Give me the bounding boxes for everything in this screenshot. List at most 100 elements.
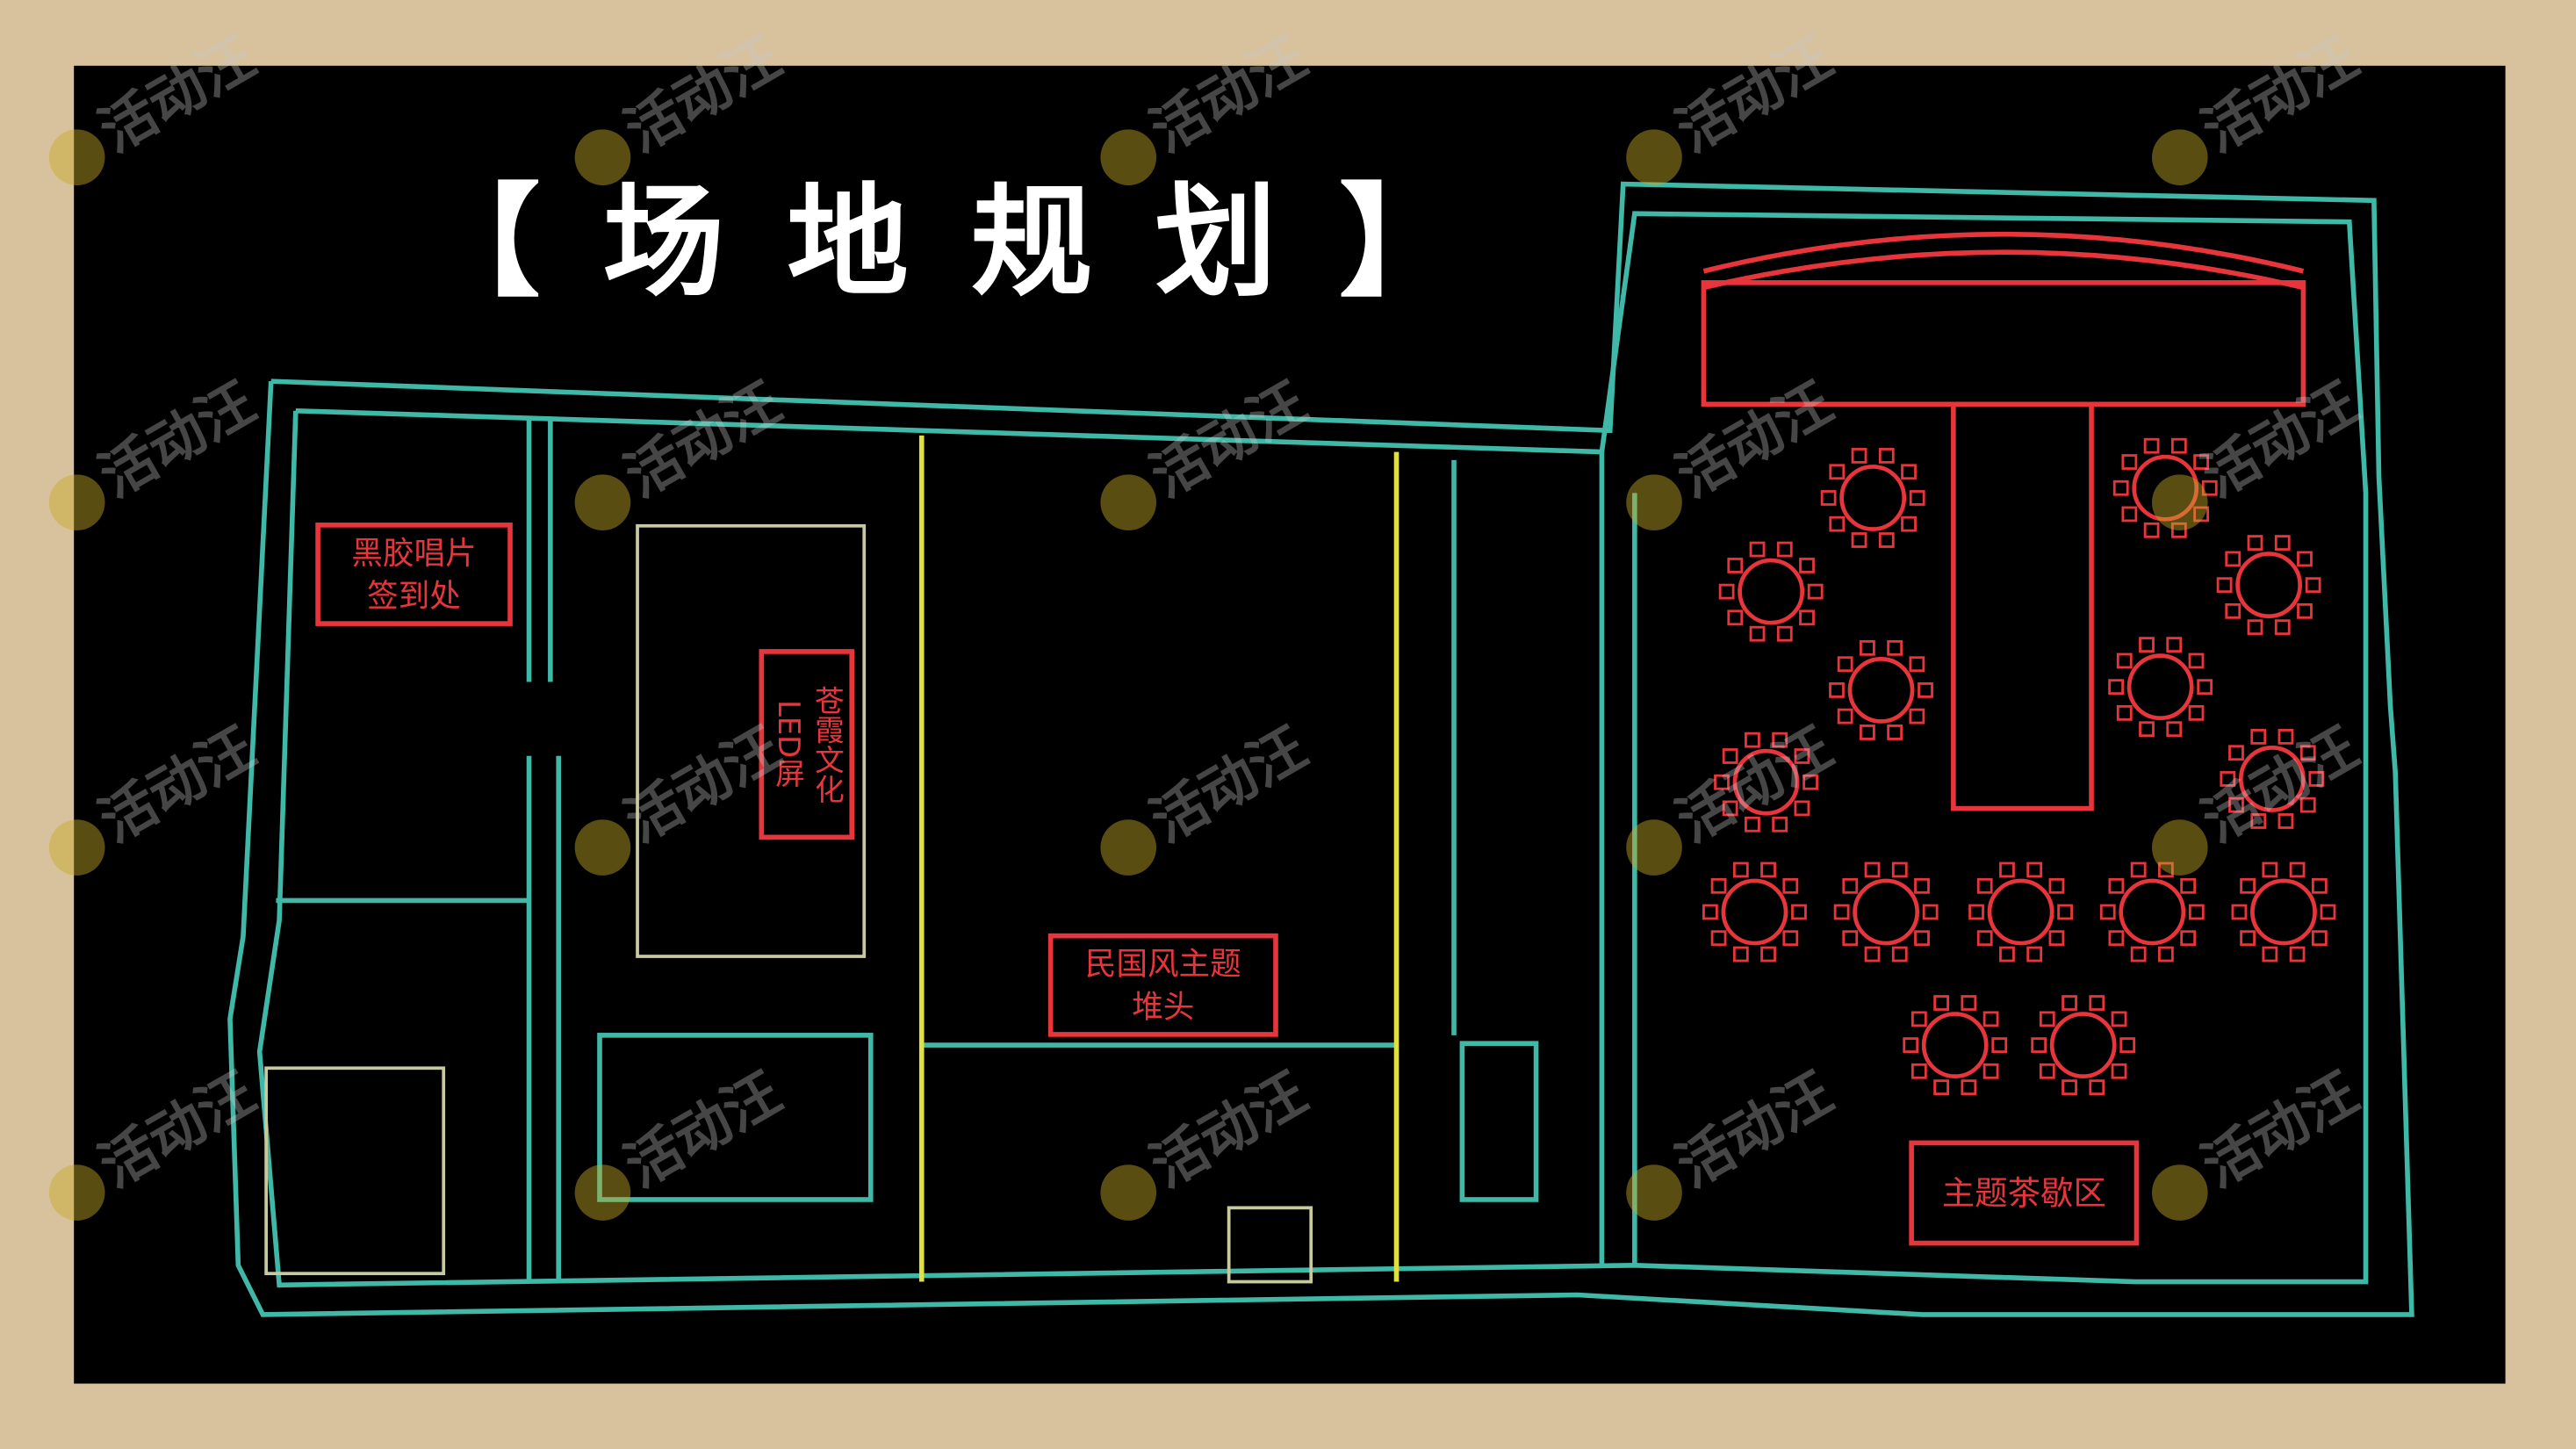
chair [1749, 541, 1766, 558]
chair [1837, 708, 1853, 724]
chair [2139, 721, 2155, 738]
chair [1702, 904, 1718, 920]
chair [2247, 535, 2263, 551]
chair [1791, 904, 1807, 920]
chair [1749, 625, 1766, 642]
chair [2188, 704, 2205, 721]
round-table [1968, 861, 2073, 962]
chair [1727, 558, 1744, 573]
chair [1887, 724, 1903, 740]
chair [1909, 656, 1925, 673]
chair [2320, 904, 2336, 920]
chair [2240, 877, 2256, 894]
chair [1976, 877, 1993, 894]
chair [2297, 551, 2313, 567]
chair [2311, 877, 2328, 894]
chair [1901, 515, 1917, 532]
stage-structure [1701, 231, 2306, 811]
chair [1860, 639, 1875, 656]
staircase [1227, 1206, 1313, 1284]
chair [2048, 877, 2065, 894]
chair [1991, 1037, 2008, 1053]
chair [1772, 816, 1788, 833]
table-top [2126, 653, 2194, 721]
chair [1914, 930, 1930, 947]
table-top [2119, 878, 2186, 946]
table-top [2250, 878, 2317, 946]
chair [1732, 946, 1749, 962]
chair [2143, 522, 2160, 538]
tea-break-label: 主题茶歇区 [1909, 1140, 2140, 1246]
chair [2121, 506, 2138, 523]
chair [2048, 930, 2065, 947]
chair [2130, 861, 2147, 878]
chair [1710, 930, 1727, 947]
chair [2130, 946, 2147, 962]
chair [1910, 1063, 1927, 1079]
chair [2166, 721, 2183, 738]
chair [2089, 1079, 2105, 1096]
chair [2247, 619, 2263, 636]
chair [2297, 602, 2313, 619]
chair [1851, 448, 1867, 464]
chair [2099, 904, 2116, 920]
chair [2311, 930, 2328, 947]
chair [1968, 904, 1984, 920]
chair [2250, 729, 2267, 745]
chair [2305, 577, 2321, 594]
chair [1982, 1063, 1999, 1079]
chair [2119, 1037, 2136, 1053]
inner-wall [256, 211, 2369, 1288]
chair [1782, 877, 1799, 894]
chair [1961, 995, 1977, 1011]
chair [2274, 619, 2291, 636]
label-line: 堆头 [1132, 988, 1195, 1025]
runway [1951, 401, 2094, 811]
stage-area [636, 523, 867, 958]
round-table [1820, 448, 1925, 548]
chair [1909, 708, 1925, 724]
chair [1799, 558, 1815, 573]
chair [1727, 609, 1744, 626]
chair [2188, 652, 2205, 669]
chair [1732, 861, 1749, 878]
chair [1829, 515, 1846, 532]
chair [1903, 1037, 1919, 1053]
label-line: 民国风主题 [1084, 945, 1241, 983]
chair [1776, 541, 1793, 558]
chair [2139, 637, 2155, 653]
table-top [2235, 551, 2303, 619]
chair [1999, 861, 2015, 878]
led-screen-label: 苍霞文化 LED屏 [759, 649, 855, 840]
chair [1878, 448, 1895, 464]
chair [2057, 904, 2073, 920]
chair [1833, 904, 1850, 920]
chair [2180, 877, 2197, 894]
chair [2188, 904, 2205, 920]
chair [1982, 1011, 1999, 1027]
chair [2180, 930, 2197, 947]
chair [1933, 1079, 1950, 1096]
chair [2216, 577, 2233, 594]
chair [1820, 490, 1837, 506]
chair [2108, 679, 2124, 696]
chair [2111, 1011, 2127, 1027]
chair [2166, 637, 2183, 653]
chair [2116, 704, 2133, 721]
chair [2062, 1079, 2077, 1096]
round-table [2108, 637, 2213, 738]
chair [2225, 551, 2241, 567]
chair [1799, 609, 1815, 626]
restroom [597, 1033, 874, 1202]
chair [1914, 877, 1930, 894]
chair [1909, 490, 1925, 506]
chair [2143, 437, 2160, 454]
stage-arc [1702, 231, 2305, 274]
chair [1837, 656, 1853, 673]
checkin-area-label: 黑胶唱片 签到处 [315, 523, 513, 626]
chair [2197, 679, 2213, 696]
chair [1710, 877, 1727, 894]
chair [1976, 930, 1993, 947]
chair [2231, 904, 2248, 920]
chair [1891, 946, 1908, 962]
